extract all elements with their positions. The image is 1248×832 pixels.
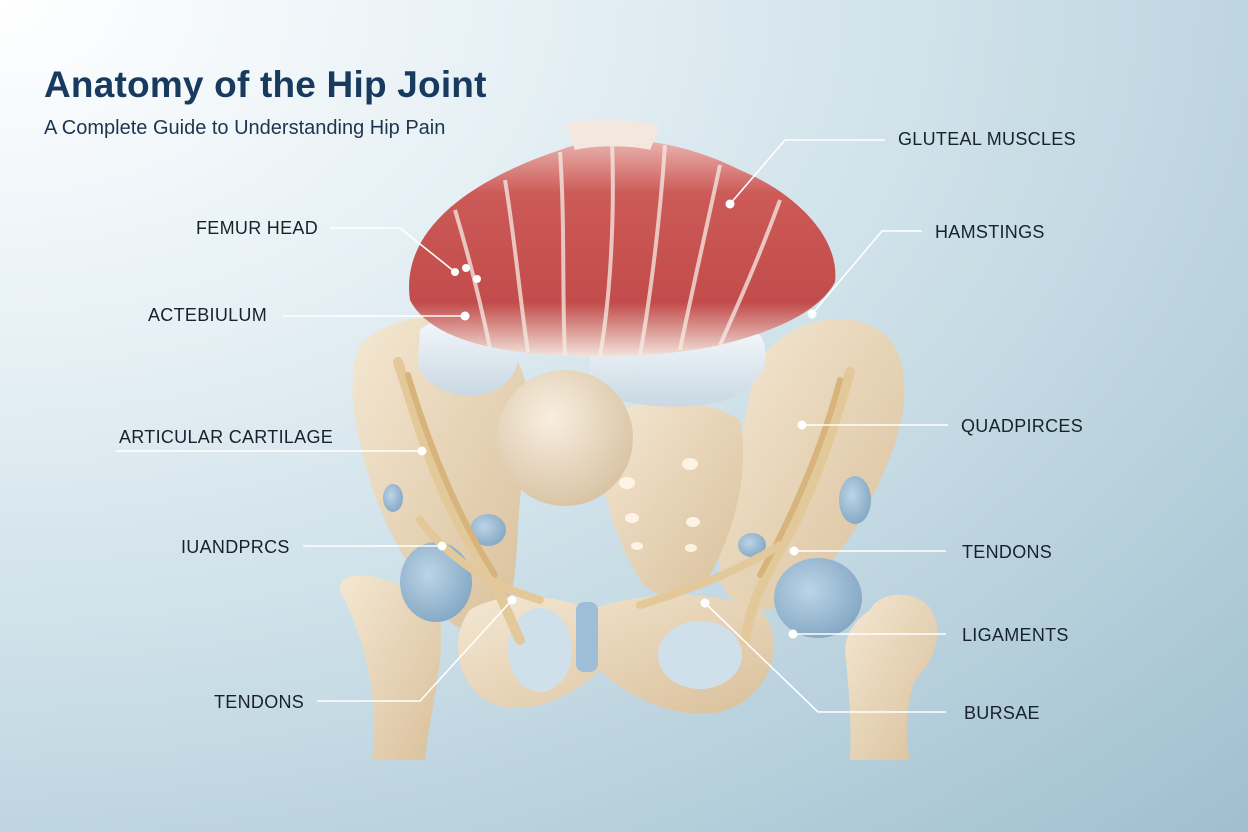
label-gluteal-muscles: GLUTEAL MUSCLES — [898, 129, 1076, 149]
label-femur-head: FEMUR HEAD — [196, 218, 319, 238]
sacrum — [599, 401, 744, 597]
label-quadpirces: QUADPIRCES — [961, 416, 1084, 436]
label-tendons-left: TENDONS — [214, 692, 305, 712]
tendon-bands — [393, 357, 855, 645]
label-hamstings: HAMSTINGS — [935, 222, 1045, 242]
femoral-head — [497, 370, 633, 506]
left-femur — [339, 575, 442, 760]
label-ligaments: LIGAMENTS — [962, 625, 1069, 645]
leader-dots — [417, 199, 817, 639]
right-femur — [845, 594, 938, 760]
label-bursae: BURSAE — [964, 703, 1040, 723]
label-iuandprcs: IUANDPRCS — [181, 537, 290, 557]
page-subtitle: A Complete Guide to Understanding Hip Pa… — [44, 117, 446, 139]
leader-lines — [116, 139, 948, 713]
page-title: Anatomy of the Hip Joint — [44, 64, 487, 105]
label-tendons-right: TENDONS — [962, 542, 1053, 562]
label-articular-cartilage: ARTICULAR CARTILAGE — [119, 427, 334, 447]
gluteal-muscle-mass — [409, 119, 836, 357]
pubic-arch — [458, 594, 775, 714]
bursae-shapes — [383, 476, 871, 638]
label-actebiulum: ACTEBIULUM — [148, 305, 268, 325]
